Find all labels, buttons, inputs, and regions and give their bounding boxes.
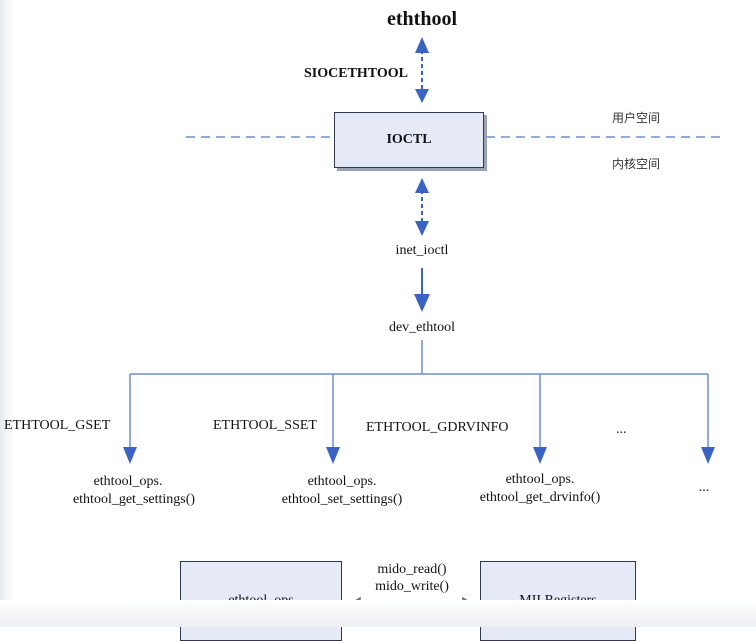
inet-ioctl-label: inet_ioctl bbox=[395, 243, 449, 258]
ioctl-box-label: IOCTL bbox=[386, 132, 432, 147]
siocethtool-label: SIOCETHTOOL bbox=[304, 66, 409, 81]
mido-write-label: mido_write() bbox=[375, 579, 449, 594]
arrow-inet-dev bbox=[414, 268, 430, 312]
ioctl-box: IOCTL bbox=[334, 112, 484, 168]
branch-arrow-more bbox=[701, 374, 715, 464]
branch-cmd-more: ... bbox=[616, 422, 627, 437]
bottom-edge-shade bbox=[0, 600, 756, 627]
dev-ethtool-label: dev_ethtool bbox=[388, 320, 456, 335]
left-edge-shade bbox=[0, 0, 14, 627]
arrow-ioctl-inet bbox=[415, 178, 429, 236]
flow-diagram bbox=[123, 37, 722, 622]
eththool-label: eththool bbox=[387, 8, 457, 30]
branch-target-more: ... bbox=[698, 480, 710, 495]
branch-target-gdrvinfo-line1: ethtool_ops. bbox=[505, 472, 575, 487]
mido-read-label: mido_read() bbox=[377, 562, 447, 577]
arrow-eththool-ioctl bbox=[415, 37, 429, 103]
branch-target-sset-line2: ethtool_set_settings() bbox=[281, 492, 403, 507]
branch-target-gset-line1: ethtool_ops. bbox=[93, 474, 163, 489]
branch-arrow-sset bbox=[326, 374, 340, 464]
kernel-space-label: 内核空间 bbox=[612, 157, 661, 171]
branch-cmd-gset: ETHTOOL_GSET bbox=[4, 418, 111, 433]
branch-cmd-sset: ETHTOOL_SSET bbox=[213, 418, 317, 433]
user-space-label: 用户空间 bbox=[612, 111, 661, 125]
branch-arrow-gdrvinfo bbox=[533, 374, 547, 464]
branch-target-sset-line1: ethtool_ops. bbox=[307, 474, 377, 489]
branch-cmd-gdrvinfo: ETHTOOL_GDRVINFO bbox=[366, 420, 509, 435]
branch-arrow-gset bbox=[123, 374, 137, 464]
branch-target-gdrvinfo-line2: ethtool_get_drvinfo() bbox=[479, 490, 601, 505]
branch-target-gset-line2: ethtool_get_settings() bbox=[72, 492, 196, 507]
